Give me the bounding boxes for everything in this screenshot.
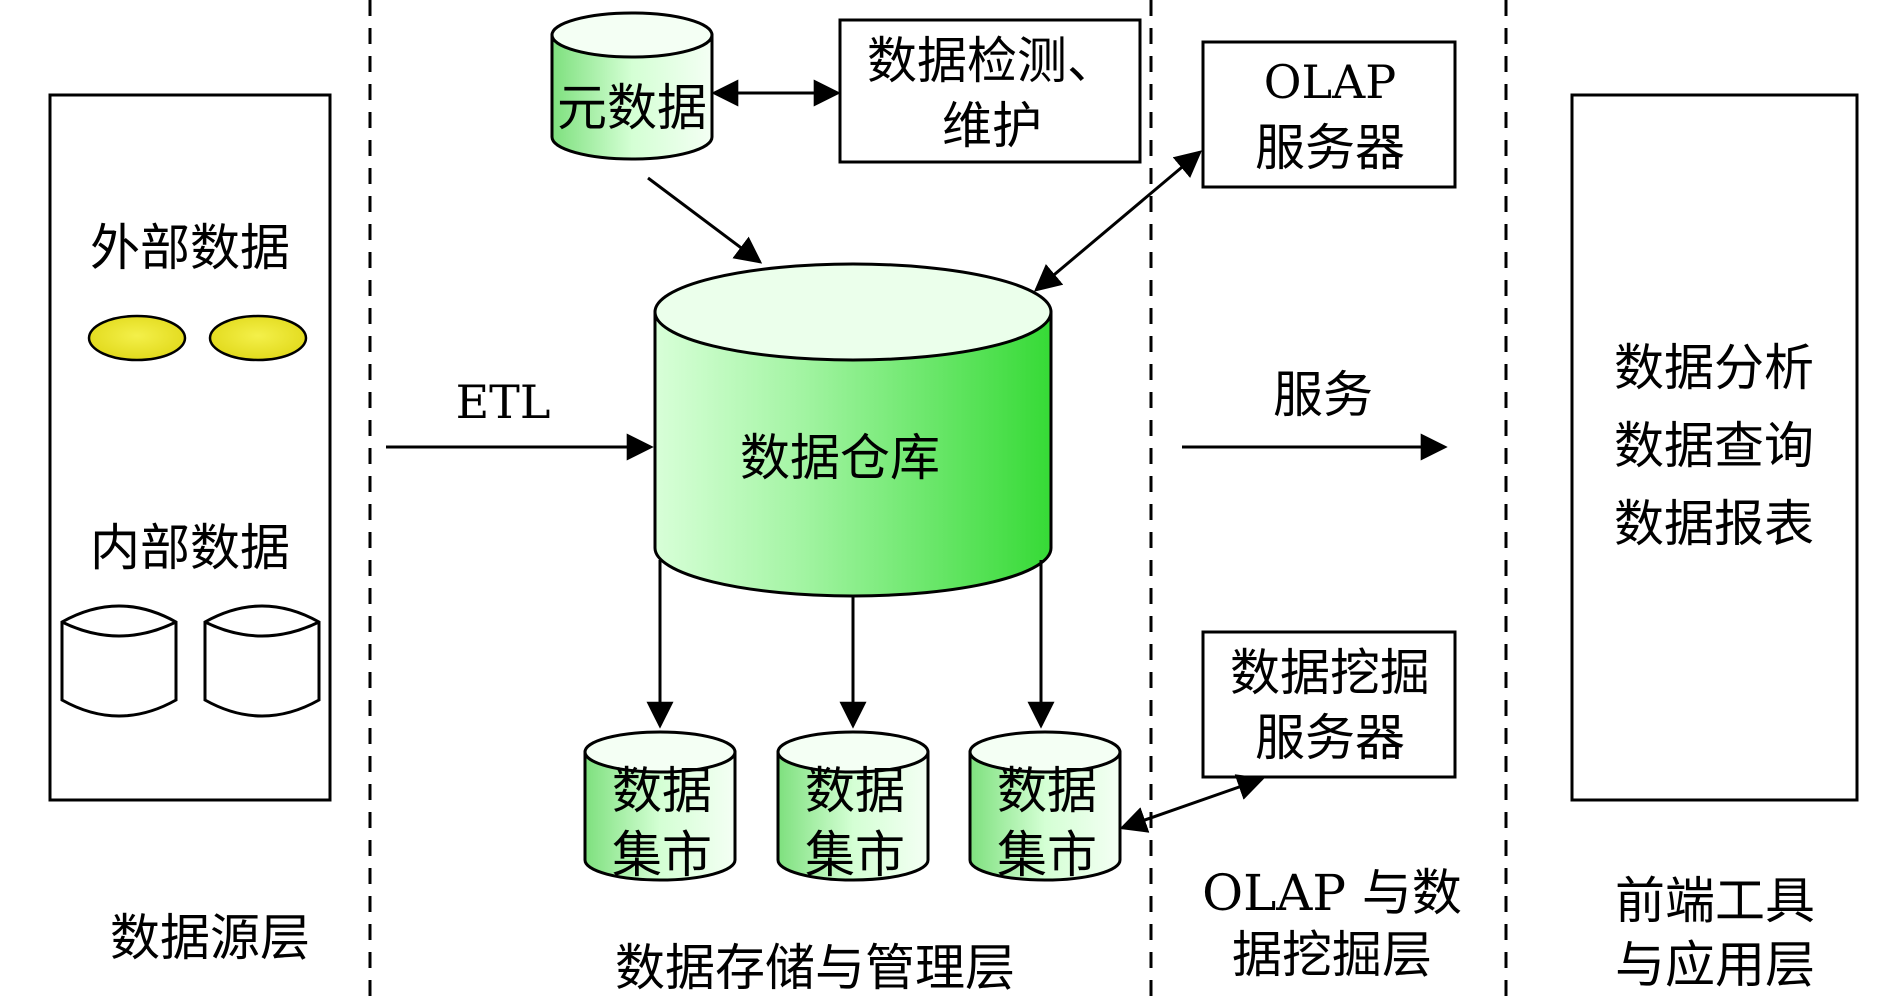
metadata-warehouse-arrow — [647, 176, 763, 264]
mining-server-box — [1201, 630, 1457, 779]
olap-server-label-line2: 服务器 — [1255, 119, 1405, 177]
mining-server-label-line1: 数据挖掘 — [1230, 644, 1430, 702]
frontend-tool-item: 数据报表 — [1614, 495, 1814, 553]
data-mart-3: 数据 集市 — [968, 730, 1122, 884]
olap-layer-label-line1: OLAP 与数 — [1202, 864, 1462, 922]
external-data-ellipse-left — [87, 314, 187, 362]
internal-database-icon-left — [60, 604, 178, 718]
maintenance-label-line2: 维护 — [942, 97, 1042, 155]
internal-database-icon-right — [203, 604, 321, 718]
data-mart-2: 数据 集市 — [776, 730, 930, 884]
data-warehouse-label: 数据仓库 — [740, 429, 940, 487]
olap-layer-label-line2: 据挖掘层 — [1232, 926, 1432, 984]
maintenance-box — [838, 18, 1142, 164]
data-source-layer-label: 数据源层 — [110, 909, 310, 967]
service-label: 服务 — [1273, 366, 1373, 424]
frontend-tool-item: 数据分析 — [1614, 339, 1814, 397]
etl-label: ETL — [456, 375, 551, 429]
frontend-tools-box — [1570, 93, 1859, 802]
data-mart-1-label-line2: 集市 — [612, 826, 712, 884]
mining-server-label-line2: 服务器 — [1255, 709, 1405, 767]
olap-server-box — [1201, 40, 1457, 189]
data-mart-1-label-line1: 数据 — [612, 762, 712, 820]
external-data-label: 外部数据 — [90, 219, 290, 277]
frontend-layer-label-line2: 与应用层 — [1615, 936, 1815, 994]
data-warehouse-cylinder: 数据仓库 — [653, 262, 1053, 598]
data-mart-3-label-line2: 集市 — [997, 826, 1097, 884]
data-source-panel: 外部数据 内部数据 — [48, 93, 332, 802]
maintenance-label-line1: 数据检测、 — [867, 32, 1117, 90]
data-mart-2-label-line2: 集市 — [805, 826, 905, 884]
frontend-layer-label-line1: 前端工具 — [1615, 872, 1815, 930]
mining-mart-arrow — [1119, 774, 1265, 833]
data-mart-3-label-line1: 数据 — [997, 762, 1097, 820]
storage-layer-label: 数据存储与管理层 — [615, 939, 1015, 997]
external-data-ellipse-right — [208, 314, 308, 362]
data-mart-1: 数据 集市 — [583, 730, 737, 884]
internal-data-label: 内部数据 — [90, 519, 290, 577]
olap-warehouse-arrow — [1033, 150, 1203, 292]
data-mart-2-label-line1: 数据 — [805, 762, 905, 820]
frontend-tool-item: 数据查询 — [1614, 417, 1814, 475]
olap-server-label-line1: OLAP — [1264, 55, 1396, 109]
metadata-label: 元数据 — [557, 79, 707, 137]
metadata-cylinder: 元数据 — [550, 11, 714, 161]
